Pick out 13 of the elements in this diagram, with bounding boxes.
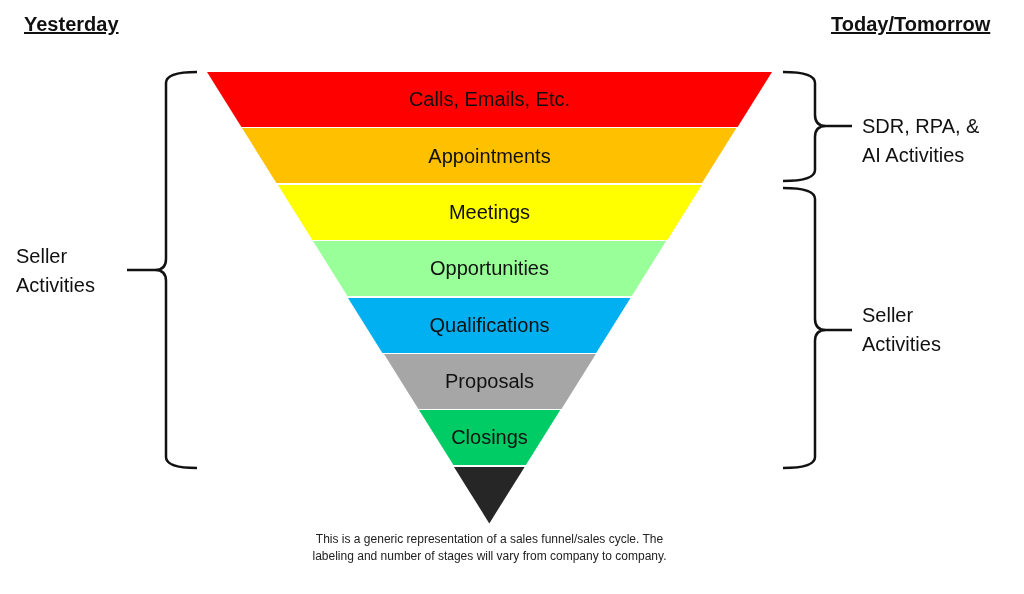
side-label: Seller Activities bbox=[16, 244, 96, 298]
stage-label: Closings bbox=[451, 425, 528, 450]
stage-label: Qualifications bbox=[429, 312, 550, 337]
stage-label: Meetings bbox=[448, 199, 531, 224]
side-label: SDR, RPA, & AI Activities bbox=[862, 114, 981, 168]
stage-label: Appointments bbox=[428, 143, 551, 168]
column-heading: Yesterday bbox=[24, 12, 119, 37]
column-heading: Today/Tomorrow bbox=[831, 12, 991, 37]
caption-text: This is a generic representation of a sales funnel/sales cycle. The labeling and number of stages will vary from company to company. bbox=[311, 531, 668, 565]
stage-label: Opportunities bbox=[430, 256, 549, 281]
side-label: Seller Activities bbox=[862, 303, 942, 357]
stage-label: Proposals bbox=[445, 369, 534, 394]
stage-label: Calls, Emails, Etc. bbox=[408, 87, 571, 112]
